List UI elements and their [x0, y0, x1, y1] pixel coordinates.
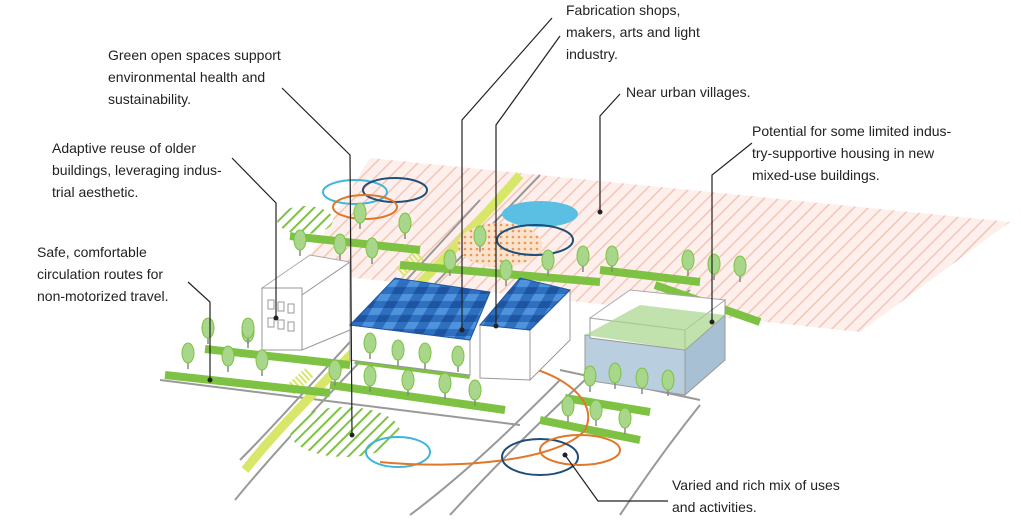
tree-icon [605, 245, 619, 272]
tree-icon [255, 349, 269, 376]
label-near-urban-villages: Near urban villages. [626, 81, 751, 103]
label-housing: Potential for some limited indus- try-su… [752, 120, 951, 186]
tree-icon [589, 399, 603, 426]
tree-icon [583, 365, 597, 392]
trees [181, 202, 747, 434]
tree-icon [443, 249, 457, 276]
label-adaptive-reuse: Adaptive reuse of older buildings, lever… [52, 137, 222, 203]
tree-icon [438, 372, 452, 399]
tree-icon [391, 339, 405, 366]
tree-icon [418, 342, 432, 369]
leader-lines [187, 17, 753, 502]
tree-icon [221, 345, 235, 372]
tree-icon [363, 332, 377, 359]
tree-icon [707, 253, 721, 280]
tree-icon [363, 365, 377, 392]
tree-icon [201, 317, 215, 344]
building-mixed-use [584, 289, 727, 397]
label-line: buildings, leveraging indus- [52, 162, 222, 178]
tree-icon [576, 245, 590, 272]
label-circulation: Safe, comfortable circulation routes for… [37, 241, 169, 307]
label-green-open-spaces: Green open spaces support environmental … [108, 44, 281, 110]
label-mixed-uses: Varied and rich mix of uses and activiti… [672, 474, 840, 518]
tree-icon [353, 202, 367, 229]
tree-icon [661, 369, 675, 396]
label-line: try-supportive housing in new [752, 145, 935, 161]
label-line: sustainability. [108, 91, 192, 107]
label-line: non-motorized travel. [37, 288, 169, 304]
label-line: trial aesthetic. [52, 184, 139, 200]
tree-icon [293, 229, 307, 256]
tree-icon [681, 249, 695, 276]
label-line: Safe, comfortable [37, 244, 147, 260]
activity-circles [277, 177, 621, 476]
tree-icon [618, 407, 632, 434]
label-line: Fabrication shops, [566, 2, 681, 18]
label-line: Varied and rich mix of uses [672, 477, 840, 493]
label-line: Adaptive reuse of older [52, 140, 196, 156]
tree-icon [733, 255, 747, 282]
tree-icon [241, 317, 255, 344]
tree-icon [328, 359, 342, 386]
tree-icon [333, 233, 347, 260]
tree-icon [635, 367, 649, 394]
label-line: environmental health and [108, 69, 266, 85]
tree-icon [181, 342, 195, 369]
building-maker [479, 277, 571, 382]
building-adaptive-reuse [260, 254, 352, 351]
label-line: industry. [566, 46, 618, 62]
tree-icon [451, 345, 465, 372]
label-line: Potential for some limited indus- [752, 123, 952, 139]
label-line: Near urban villages. [626, 84, 751, 100]
label-line: makers, arts and light [566, 24, 700, 40]
tree-icon [398, 212, 412, 239]
label-line: circulation routes for [37, 266, 164, 282]
tree-icon [401, 369, 415, 396]
tree-icon [473, 225, 487, 252]
tree-icon [365, 237, 379, 264]
tree-icon [608, 362, 622, 389]
label-fabrication: Fabrication shops, makers, arts and ligh… [566, 0, 700, 65]
label-line: Green open spaces support [108, 47, 281, 63]
label-line: and activities. [672, 499, 757, 515]
label-line: mixed-use buildings. [752, 167, 880, 183]
building-fabrication [348, 277, 491, 376]
tree-icon [561, 395, 575, 422]
leader-dots [207, 209, 715, 458]
tree-icon [499, 259, 513, 286]
tree-icon [541, 249, 555, 276]
tree-icon [468, 379, 482, 406]
